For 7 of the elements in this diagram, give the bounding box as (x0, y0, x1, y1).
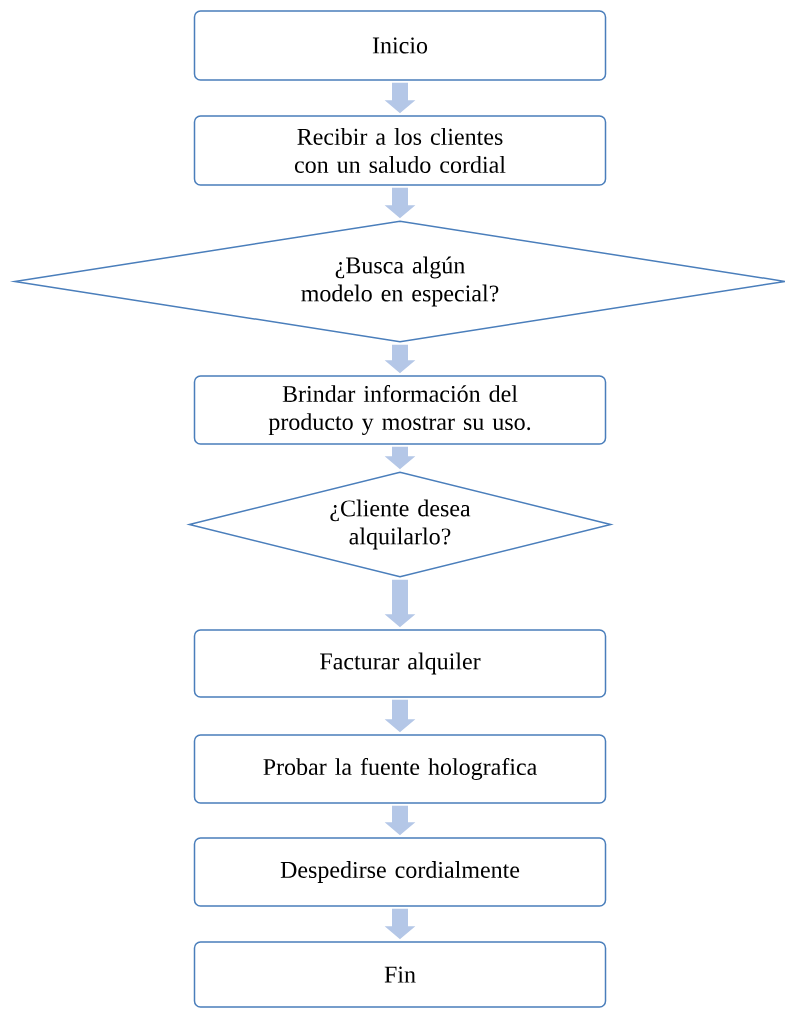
process-box: Fin (193, 941, 607, 1008)
process-box: Facturar alquiler (193, 629, 607, 698)
process-box: Recibir a los clientes con un saludo cordial (193, 115, 607, 186)
process-box: Probar la fuente holografica (193, 734, 607, 804)
process-box: Brindar información del producto y mostrar su uso. (193, 375, 607, 445)
process-box: Despedirse cordialmente (193, 837, 607, 907)
process-box: Inicio (193, 10, 607, 81)
